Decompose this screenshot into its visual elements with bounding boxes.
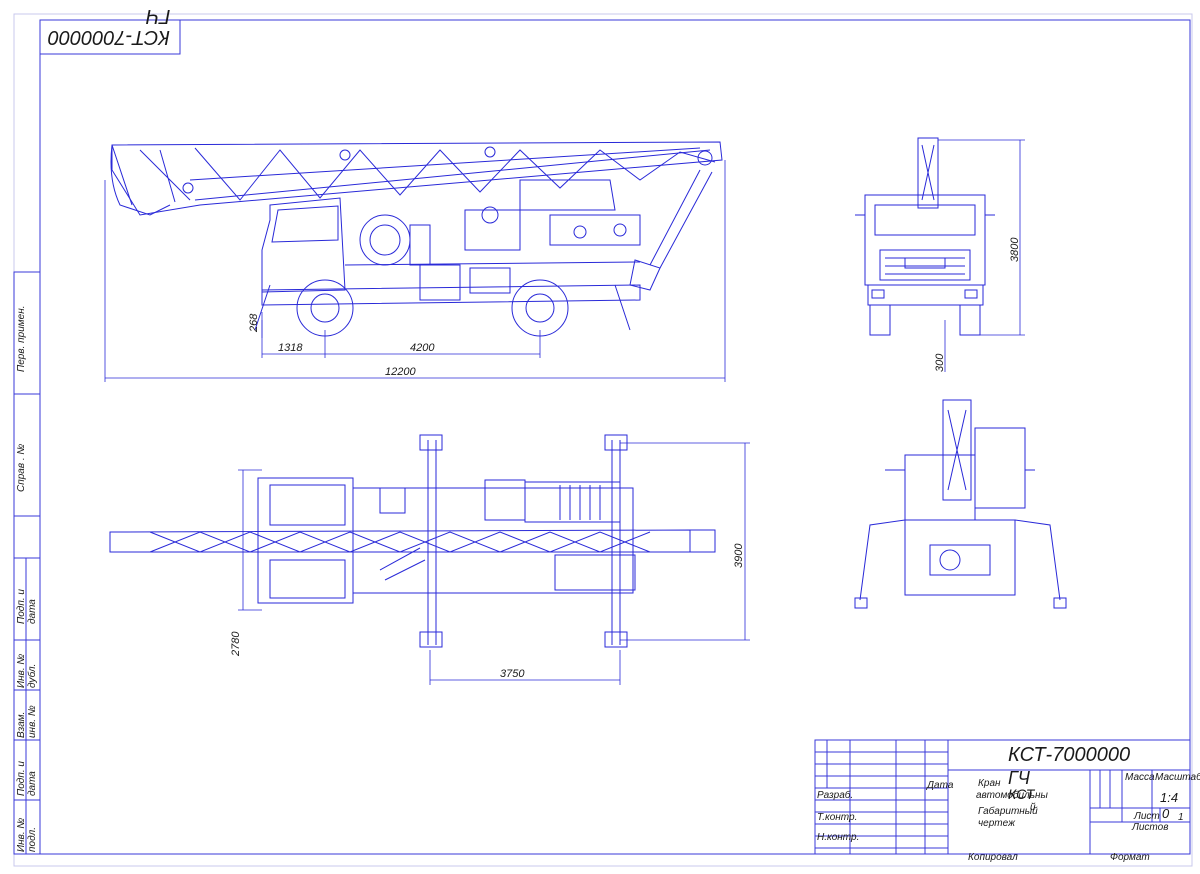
stamp-box	[39, 19, 181, 55]
tb-scale: 1:4	[1160, 790, 1179, 805]
stamp-suffix: ГЧ	[146, 5, 171, 27]
side-strip-vzam: Взам. инв. №	[16, 705, 38, 738]
title-block	[814, 739, 1191, 855]
tb-nkontr: Н.контр.	[817, 832, 860, 843]
tb-razrab: Разраб.	[817, 790, 854, 801]
side-view	[110, 141, 723, 337]
side-strip-sprav: Справ . №	[16, 443, 27, 492]
dim-268: 268	[248, 313, 260, 332]
tb-list-no: 0	[1162, 806, 1170, 821]
tb-format: Формат	[1110, 852, 1150, 863]
front-view	[855, 137, 995, 336]
dim-3750: 3750	[500, 668, 525, 680]
dim-3900: 3900	[733, 543, 745, 568]
tb-suffix: ГЧ	[1008, 768, 1030, 788]
inner-frame	[39, 19, 1191, 855]
tb-tkontr: Т.контр.	[817, 812, 858, 823]
side-strip-podp1: Подп. и дата	[16, 589, 38, 624]
tb-listov: Листов	[1132, 822, 1169, 833]
side-strip-podp2: Подп. и дата	[16, 761, 38, 796]
front-view-dims	[938, 139, 1025, 372]
rear-view	[854, 399, 1067, 609]
tb-name-5: чертеж	[978, 818, 1015, 829]
tb-list: Лист	[1134, 811, 1160, 822]
tb-masshtab: Масштаб	[1155, 772, 1200, 783]
tb-code: КСТ-7000000	[1008, 744, 1131, 766]
stamp-code-text: КСТ-7000000	[47, 26, 171, 48]
dim-3800: 3800	[1009, 237, 1021, 262]
tb-data: Дата	[927, 780, 954, 791]
dim-300: 300	[934, 353, 946, 372]
tb-name-3: й	[1030, 802, 1036, 813]
top-view	[109, 434, 716, 648]
dim-4200: 4200	[410, 342, 435, 354]
dim-2780: 2780	[230, 631, 242, 656]
side-strip-inv-podl: Инв. № подл.	[16, 817, 38, 852]
dim-1318: 1318	[278, 342, 303, 354]
tb-listov-no: 1	[1178, 812, 1184, 823]
tb-suffix2: КСТ	[1008, 786, 1035, 802]
side-strip-perv: Перв. примен.	[16, 305, 27, 372]
tb-massa: Масса	[1125, 772, 1155, 783]
dim-12200: 12200	[385, 366, 416, 378]
outer-frame	[13, 13, 1193, 867]
top-view-dims	[238, 442, 750, 685]
side-view-dims	[104, 160, 726, 382]
side-strip-inv-dubl: Инв. № дубл.	[16, 653, 38, 688]
tb-name-2: автомобильны	[976, 790, 1048, 801]
tb-name-4: Габаритный	[978, 806, 1038, 817]
side-strip	[13, 271, 41, 855]
tb-kopiroval: Копировал	[968, 852, 1018, 863]
tb-name-1: Кран	[978, 778, 1001, 789]
